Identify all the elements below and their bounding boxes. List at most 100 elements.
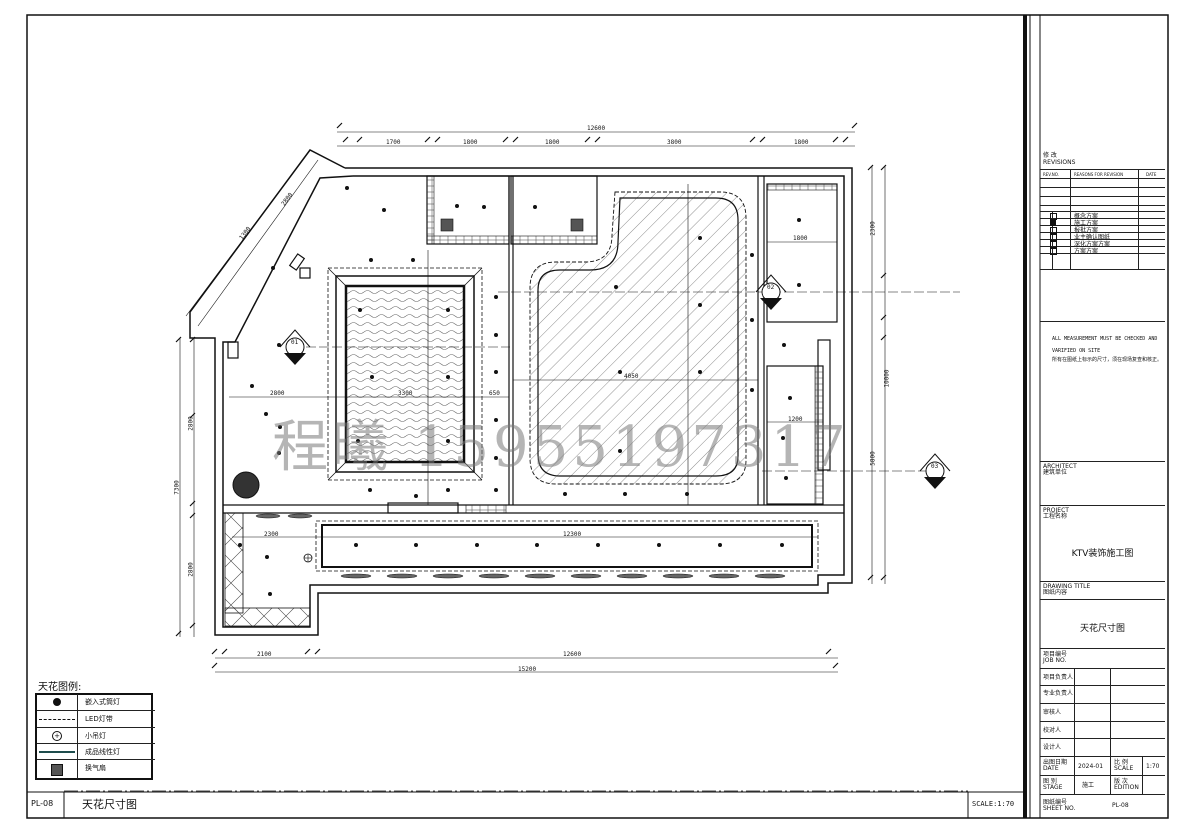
rev-header: REASONS FOR REVISION: [1074, 172, 1124, 177]
top-dim: 1800: [463, 139, 478, 146]
left-total-dim: 7300: [173, 480, 181, 495]
section-marker-01: [279, 329, 311, 365]
stage-checkbox: [1050, 227, 1057, 236]
room-dim: 1200: [788, 416, 803, 423]
scale-label: SCALE:1:70: [972, 800, 1015, 808]
exhaust-fan-icon: [51, 763, 63, 776]
legend-item: 嵌入式筒灯: [37, 694, 155, 710]
role-label: 项目负责人: [1043, 674, 1074, 681]
revisions-en: REVISIONS: [1043, 159, 1076, 166]
job-no-cn: 项目编号: [1043, 651, 1068, 658]
scale-label-cn: 比 例: [1114, 759, 1128, 766]
room-dim: 3300: [398, 390, 413, 397]
right-total-dim: 10000: [883, 369, 891, 388]
bottom-dim: 2100: [257, 651, 272, 658]
role-label: 校对人: [1043, 727, 1062, 734]
stage-label-en: STAGE: [1043, 784, 1063, 791]
section-num: 02: [767, 284, 775, 291]
role-label: 审核人: [1043, 709, 1062, 716]
legend-item: 换气扇: [37, 759, 155, 779]
edition-label-cn: 版 次: [1114, 778, 1128, 785]
stage-checkbox: [1050, 234, 1057, 243]
left-ceiling-feature: [327, 267, 483, 481]
recessed-lights: [238, 186, 801, 596]
bottom-total-dim: 15200: [518, 666, 537, 673]
round-column: [232, 471, 260, 499]
right-dim: 5800: [869, 451, 877, 466]
led-strip-icon: [39, 718, 75, 720]
drawing-title-en: DRAWING TITLE: [1043, 583, 1091, 590]
watermark: 程曦 15955197317: [272, 415, 850, 480]
sheet-code: PL-08: [31, 799, 54, 808]
top-dim: 3800: [667, 139, 682, 146]
stage-label: 施工方案: [1074, 220, 1099, 227]
scale-value: 1:70: [1146, 763, 1160, 770]
section-num: 01: [291, 339, 299, 346]
drawing-title: 天花尺寸图: [1079, 624, 1125, 634]
stage-checkbox: [1050, 241, 1057, 250]
date-label-cn: 出图日期: [1043, 759, 1068, 766]
stage-checkbox: [1050, 248, 1057, 257]
room-dim: 4050: [624, 373, 639, 380]
sheet-title: 天花尺寸图: [82, 798, 137, 811]
curtain-bars: [255, 513, 786, 579]
site-note-en: ALL MEASUREMENT MUST BE CHECKED AND VARI…: [1052, 336, 1158, 354]
section-sub: -: [769, 295, 773, 302]
section-num: 03: [931, 463, 939, 470]
room-dim: 1800: [793, 235, 808, 242]
stage-label: 深化方案方案: [1074, 241, 1111, 248]
role-label: 设计人: [1043, 744, 1062, 751]
legend-table: 嵌入式筒灯 LED灯带 + 小吊灯 成品线性灯 换气扇: [35, 693, 155, 780]
scale-label-en: SCALE: [1114, 765, 1134, 772]
architect-en: ARCHITECT: [1043, 463, 1077, 470]
center-ceiling-feature: [529, 191, 747, 485]
date-value: 2024-01: [1078, 763, 1104, 770]
role-label: 专业负责人: [1043, 690, 1074, 697]
title-block: 修 改 REVISIONS REV.NO. REASONS FOR REVISI…: [1040, 15, 1168, 818]
sheet-no: PL-08: [1112, 802, 1129, 809]
revisions-title: 修 改: [1043, 152, 1057, 159]
recessed-light-icon: [53, 698, 61, 706]
legend-item: LED灯带: [37, 710, 155, 727]
rev-header: REV.NO.: [1043, 172, 1060, 177]
sheet-no-en: SHEET NO.: [1043, 805, 1076, 812]
legend-item: + 小吊灯: [37, 727, 155, 744]
top-dim: 1800: [545, 139, 560, 146]
room-dim: 2300: [264, 531, 279, 538]
legend-item: 成品线性灯: [37, 743, 155, 760]
section-sub: -: [293, 350, 297, 357]
ceiling-plan: [175, 122, 960, 673]
stage-label: 报批方案: [1074, 227, 1099, 234]
stage-value: 施工: [1082, 782, 1095, 789]
room-dim: 12300: [563, 531, 582, 538]
project-name: KTV装饰施工图: [1071, 549, 1134, 559]
right-dim: 2300: [869, 221, 877, 236]
left-dim: 2800: [187, 562, 195, 577]
pendant-light-icon: +: [52, 731, 62, 741]
section-sub: -: [933, 474, 937, 481]
left-dim: 2800: [187, 416, 195, 431]
drawing-title-cn: 图纸内容: [1043, 589, 1068, 596]
project-en: PROJECT: [1043, 507, 1069, 514]
dim-ticks: [175, 122, 887, 669]
top-dim: 1700: [386, 139, 401, 146]
legend-title: 天花图例:: [38, 682, 82, 693]
stage-checkbox-checked: [1050, 220, 1056, 228]
stage-label: 业主确认图纸: [1074, 234, 1111, 241]
top-total-dim: 12600: [587, 125, 606, 132]
edition-label-en: EDITION: [1114, 784, 1139, 791]
top-dim: 1800: [794, 139, 809, 146]
job-no-en: JOB NO.: [1043, 657, 1067, 664]
room-dim: 650: [489, 390, 500, 397]
project-cn: 工程名称: [1043, 513, 1068, 520]
bottom-dim: 12600: [563, 651, 582, 658]
stage-checkbox: [1050, 213, 1057, 222]
bottom-linear-light: [315, 520, 819, 572]
exterior-walls: [189, 149, 853, 636]
room-dim: 2800: [270, 390, 285, 397]
section-marker-03: [919, 453, 951, 489]
linear-light-icon: [39, 751, 75, 753]
stage-label: 方案方案: [1074, 248, 1099, 255]
section-marker-02: [755, 274, 787, 310]
